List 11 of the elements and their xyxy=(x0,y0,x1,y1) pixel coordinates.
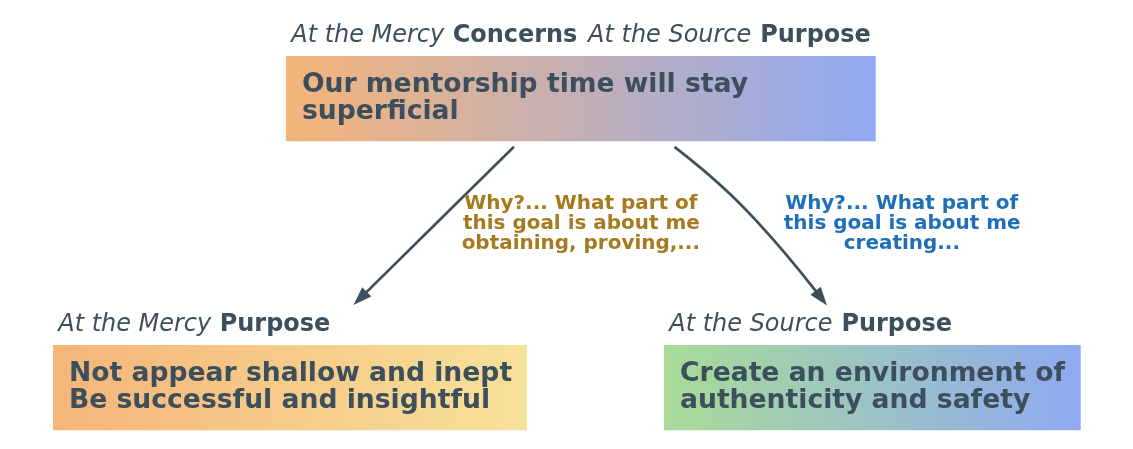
node-box: Not appear shallow and inept Be successful and insightful xyxy=(52,345,527,431)
node-label: At the Mercy Purpose xyxy=(58,308,331,337)
edge-label: Why?... What part of this goal is about me obtaining, proving,... xyxy=(461,190,701,255)
arrow xyxy=(353,145,515,305)
edge-label: Why?... What part of this goal is about me creating... xyxy=(783,190,1021,255)
node-box: Create an environment of authenticity and safety xyxy=(664,345,1081,431)
node-label: At the Mercy Concerns xyxy=(291,19,578,48)
node-label: At the Source Purpose xyxy=(669,308,952,337)
arrow xyxy=(673,145,827,306)
node-box: Our mentorship time will stay superficial xyxy=(285,56,876,142)
node-label: At the Source Purpose xyxy=(588,19,871,48)
